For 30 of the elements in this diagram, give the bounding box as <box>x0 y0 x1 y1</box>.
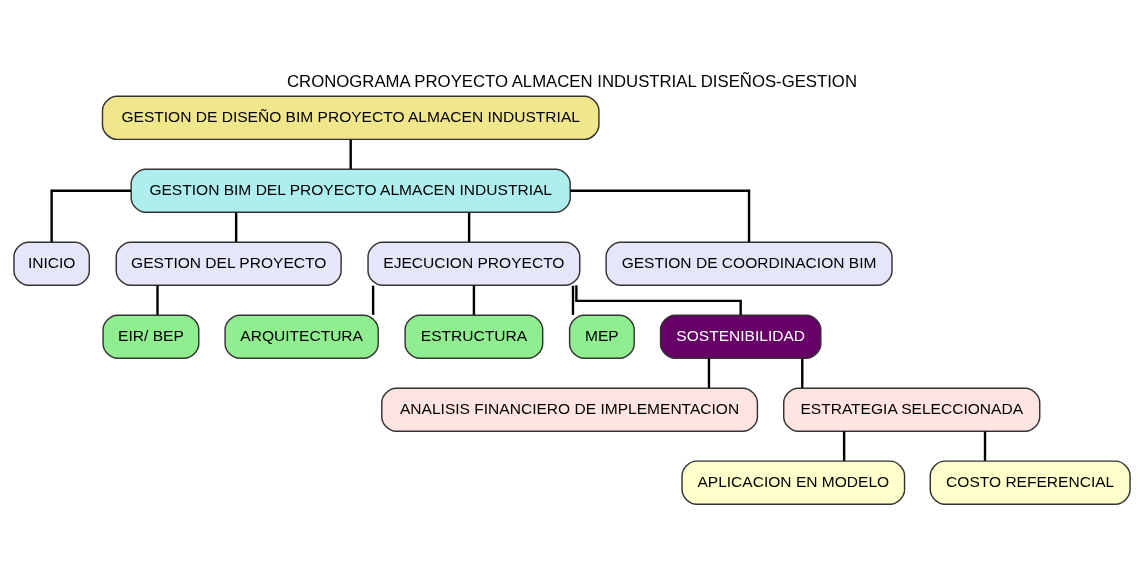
node-box: ESTRUCTURA <box>404 314 544 359</box>
node-box: ANALISIS FINANCIERO DE IMPLEMENTACION <box>381 386 759 432</box>
node-box: ARQUITECTURA <box>224 314 379 359</box>
connector <box>156 285 159 315</box>
node-box: EIR/ BEP <box>102 314 200 359</box>
connector <box>842 431 846 461</box>
connector <box>234 212 238 242</box>
connector <box>571 285 575 315</box>
node-box: GESTION DEL PROYECTO <box>115 241 342 286</box>
connector <box>50 189 131 242</box>
connector <box>472 285 476 315</box>
node-box: ESTRATEGIA SELECCIONADA <box>783 386 1041 432</box>
connector <box>467 212 471 242</box>
node-box: COSTO REFERENCIAL <box>929 459 1131 505</box>
connector <box>570 189 751 242</box>
connector <box>575 284 742 315</box>
node-box: GESTION BIM DEL PROYECTO ALMACEN INDUSTRIAL <box>130 168 571 213</box>
node-box: EJECUCION PROYECTO <box>367 241 581 286</box>
connector <box>349 139 352 169</box>
connector <box>707 358 711 388</box>
node-box: SOSTENIBILIDAD <box>659 314 822 359</box>
connector <box>371 285 375 315</box>
node-box: INICIO <box>13 241 91 286</box>
diagram-title: CRONOGRAMA PROYECTO ALMACEN INDUSTRIAL DISEÑOS-GESTION <box>287 71 857 91</box>
node-box: APLICACION EN MODELO <box>681 459 906 505</box>
node-box: MEP <box>568 314 635 359</box>
connector <box>801 358 804 388</box>
node-box: GESTION DE DISEÑO BIM PROYECTO ALMACEN INDUSTRIAL <box>101 95 600 140</box>
node-box: GESTION DE COORDINACION BIM <box>605 241 893 286</box>
connector <box>983 431 987 461</box>
